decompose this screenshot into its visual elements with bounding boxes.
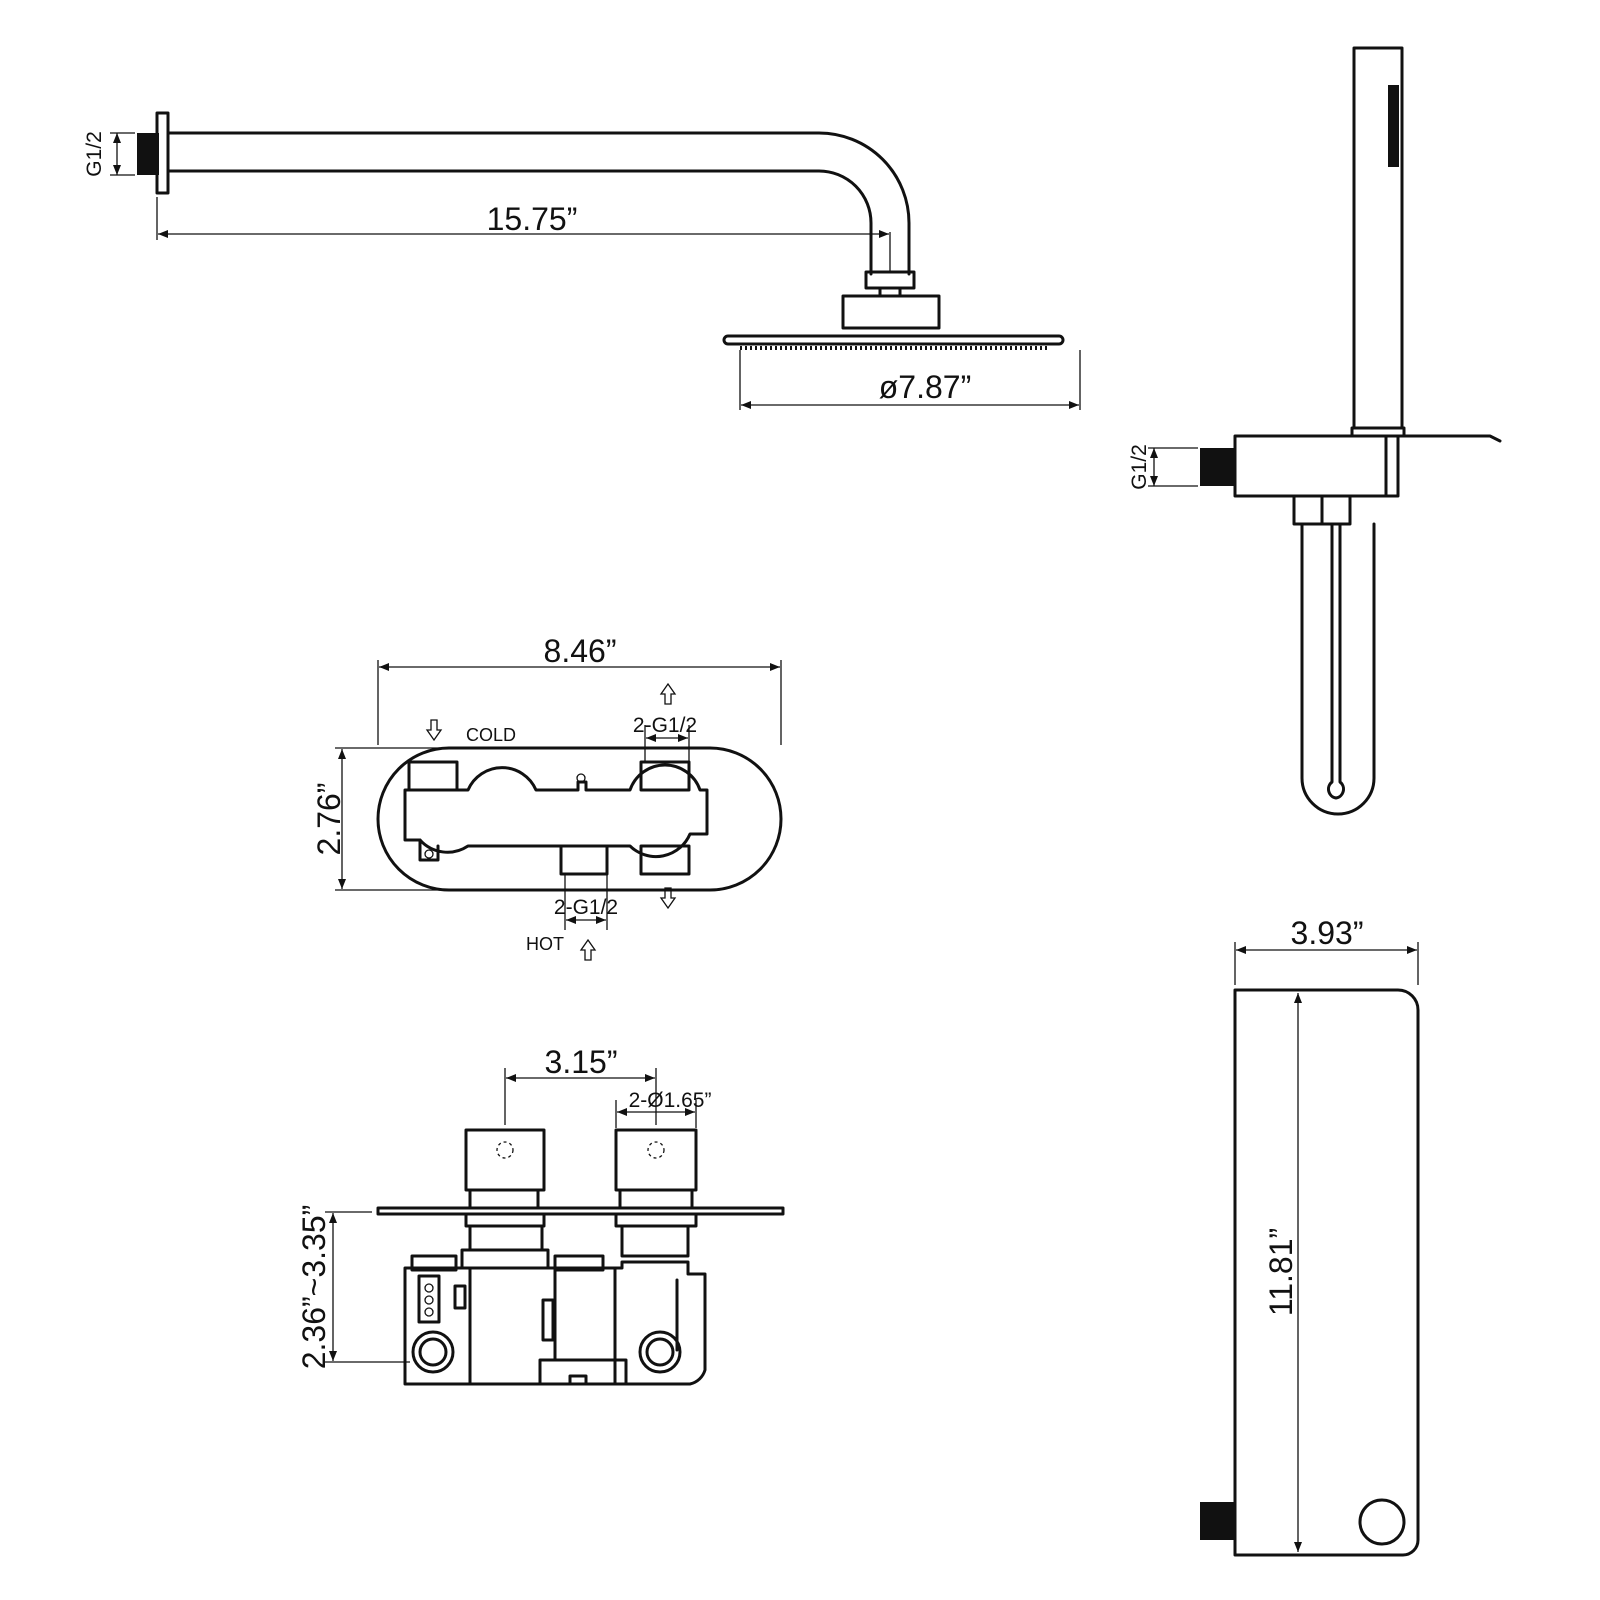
hand-shower-view: G1/2 [1128, 46, 1502, 816]
valve-body-outline [403, 763, 709, 859]
plate-width-label: 8.46” [544, 633, 617, 669]
inlet-thread-label: 2-G1/2 [554, 896, 618, 919]
right-port [638, 1330, 682, 1374]
panel-outlet-circle [1358, 1498, 1406, 1546]
rain-head [722, 334, 1065, 346]
cold-inlet-block [407, 760, 459, 792]
arm-thread-label: G1/2 [83, 131, 106, 177]
outlet-block-lower [639, 844, 691, 876]
hand-shower-buttons [1388, 85, 1399, 167]
panel-thread-stub [1200, 1502, 1236, 1540]
holder-thread-stub [1200, 448, 1236, 486]
outlet-thread-label: 2-G1/2 [633, 714, 697, 737]
rain-head-hub [841, 294, 941, 330]
valve-side-view: 3.15” 2-Ø1.65” 2.36”~3.35” [296, 1044, 785, 1386]
handle-spacing-label: 3.15” [545, 1044, 618, 1080]
plate-height-label: 2.76” [311, 783, 347, 856]
valve-plate-view: 8.46” 2.76” 2-G1/2 2-G1/2 COLD HOT [311, 633, 783, 961]
wall-depth-label: 2.36”~3.35” [296, 1205, 332, 1370]
valve-body-side [403, 1260, 707, 1386]
slide-width-label: 3.93” [1291, 915, 1364, 951]
shower-holder-bracket [1233, 434, 1400, 498]
shower-arm-view: G1/2 15.75” ø7.87” [83, 111, 1081, 410]
arrow-down-icon [425, 719, 443, 742]
handle-diameter-label: 2-Ø1.65” [629, 1089, 712, 1112]
shower-panel-outline [1233, 988, 1420, 1557]
right-handle [614, 1128, 698, 1192]
side-trim-plate [376, 1206, 785, 1216]
head-diameter-label: ø7.87” [879, 369, 971, 405]
arm-connector-nut [864, 270, 916, 290]
trim-plate [376, 746, 783, 892]
left-port [411, 1330, 455, 1374]
shower-hose [1300, 522, 1376, 816]
left-handle [464, 1128, 546, 1192]
arm-length-label: 15.75” [487, 201, 578, 237]
arm-wall-flange [155, 111, 170, 195]
outlet-block [639, 760, 691, 792]
arrow-down-icon [659, 887, 677, 910]
slide-length-label: 11.81” [1263, 1228, 1299, 1316]
shower-panel-view: 3.93” 11.81” [1200, 915, 1420, 1557]
arrow-up-icon [659, 682, 677, 705]
holder-thread-label: G1/2 [1128, 444, 1151, 490]
arm-thread-stub [137, 133, 159, 175]
cold-label: COLD [466, 725, 516, 745]
arrow-up-icon [579, 938, 597, 961]
shower-arm [166, 131, 911, 276]
hot-inlet-block [559, 844, 609, 876]
hot-label: HOT [526, 934, 564, 954]
